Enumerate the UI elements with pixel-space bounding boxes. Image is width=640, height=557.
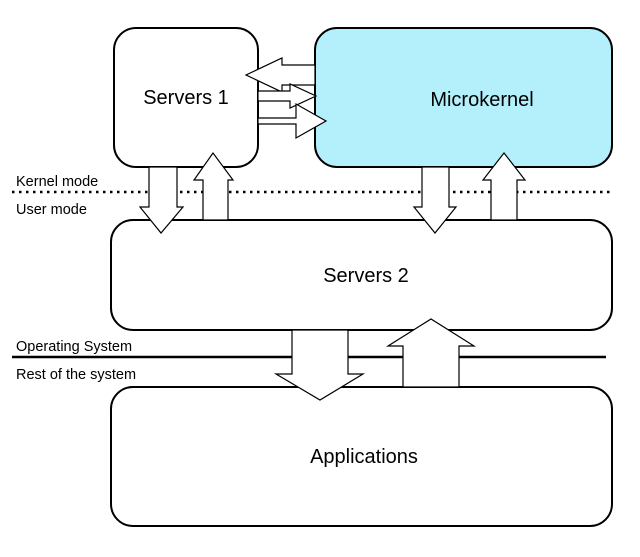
arrow-right-to-microkernel-1 [257,83,318,109]
microkernel-box [314,27,613,168]
arrow-servers2-down [273,329,366,401]
user-mode-label: User mode [16,202,87,218]
operating-system-label: Operating System [16,339,132,355]
arrow-servers1-down [138,166,185,234]
applications-box [110,386,613,527]
applications-label: Applications [310,446,418,468]
kernel-mode-label: Kernel mode [16,174,98,190]
microkernel-label: Microkernel [430,89,533,111]
arrow-applications-up [385,318,477,388]
arrow-left-to-servers1 [244,57,316,93]
rest-of-system-label: Rest of the system [16,367,136,383]
servers1-label: Servers 1 [143,87,229,109]
arrow-microkernel-up [481,152,527,221]
arrow-servers1-up [192,151,235,221]
servers2-box [110,219,613,331]
arrow-right-to-microkernel-2 [257,102,328,140]
servers2-label: Servers 2 [323,265,409,287]
arrow-microkernel-down [412,166,458,234]
